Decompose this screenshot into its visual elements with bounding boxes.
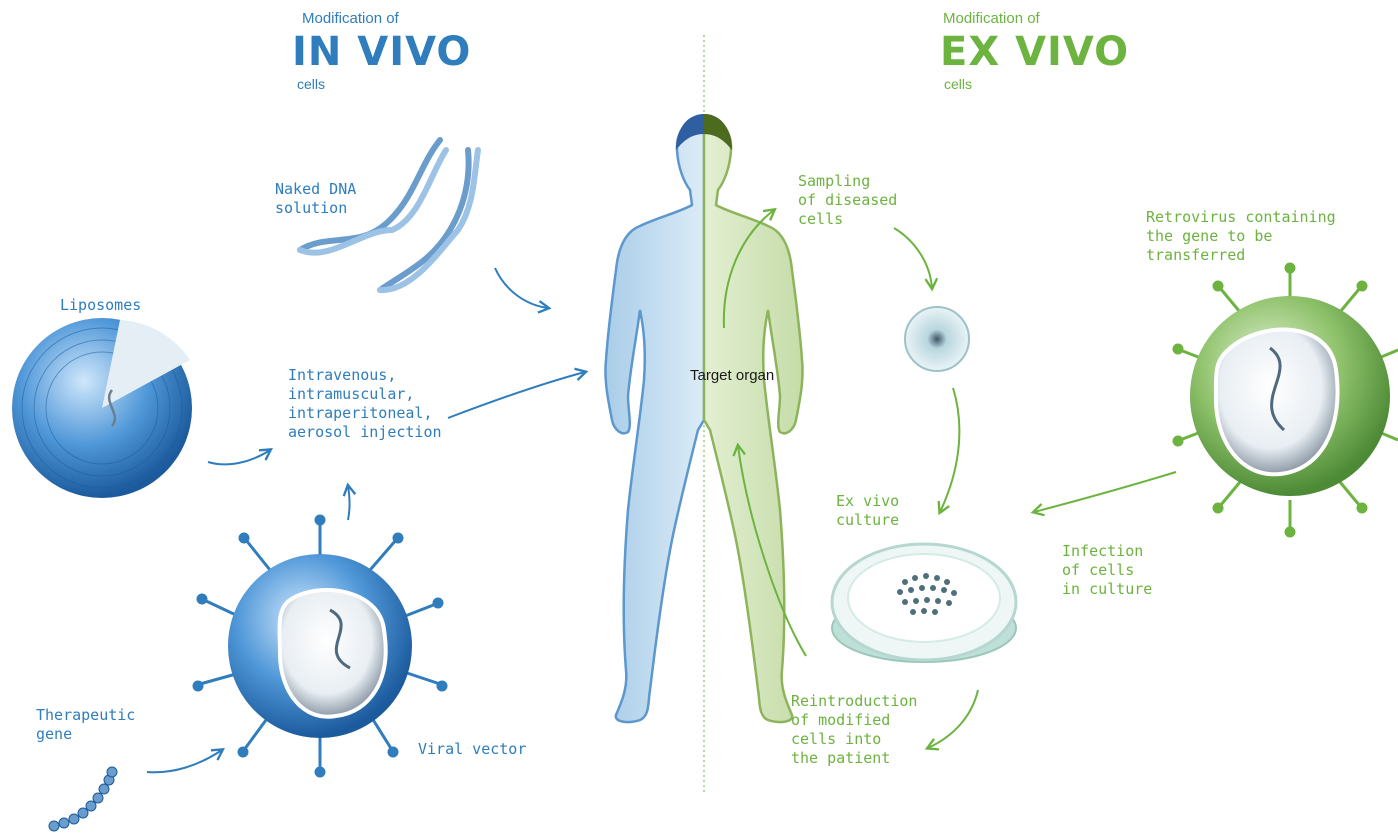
label-retrovirus: Retrovirus containing the gene to be tra… — [1146, 208, 1336, 265]
label-sampling: Sampling of diseased cells — [798, 172, 897, 229]
label-viral-vector: Viral vector — [418, 740, 526, 759]
ex-vivo-suffix: cells — [944, 76, 972, 92]
ex-vivo-title: EX VIVO — [940, 30, 1129, 74]
arrow-culture-to-reintroduction — [928, 690, 978, 748]
in-vivo-title: IN VIVO — [292, 30, 471, 74]
label-therapeutic-gene: Therapeutic gene — [36, 706, 135, 744]
diseased-cell-icon — [905, 307, 969, 371]
arrow-cell-to-culture — [940, 388, 959, 512]
arrow-gene-to-viral-vector — [147, 750, 222, 772]
label-ex-vivo-culture: Ex vivo culture — [836, 492, 899, 530]
viral-vector-icon — [194, 516, 446, 776]
arrow-liposome-to-injection — [208, 450, 270, 464]
petri-dish-icon — [832, 544, 1016, 662]
label-injection: Intravenous, intramuscular, intraperiton… — [288, 366, 442, 442]
label-liposomes: Liposomes — [60, 296, 141, 315]
label-reintroduction: Reintroduction of modified cells into th… — [791, 692, 917, 768]
therapeutic-gene-icon — [49, 767, 117, 831]
arrow-injection-to-body — [448, 372, 585, 418]
arrow-naked-dna-to-body — [495, 268, 548, 308]
arrow-viral-vector-to-injection — [348, 486, 350, 520]
liposome-icon — [12, 318, 192, 498]
label-naked-dna: Naked DNA solution — [275, 180, 356, 218]
in-vivo-suffix: cells — [297, 76, 325, 92]
arrow-sampling-to-cell — [894, 228, 932, 288]
in-vivo-prefix: Modification of — [302, 10, 399, 28]
arrow-retrovirus-to-culture — [1034, 472, 1176, 512]
label-infection: Infection of cells in culture — [1062, 542, 1152, 599]
retrovirus-icon — [1174, 264, 1398, 536]
label-target-organ: Target organ — [690, 366, 774, 385]
ex-vivo-prefix: Modification of — [943, 10, 1040, 28]
